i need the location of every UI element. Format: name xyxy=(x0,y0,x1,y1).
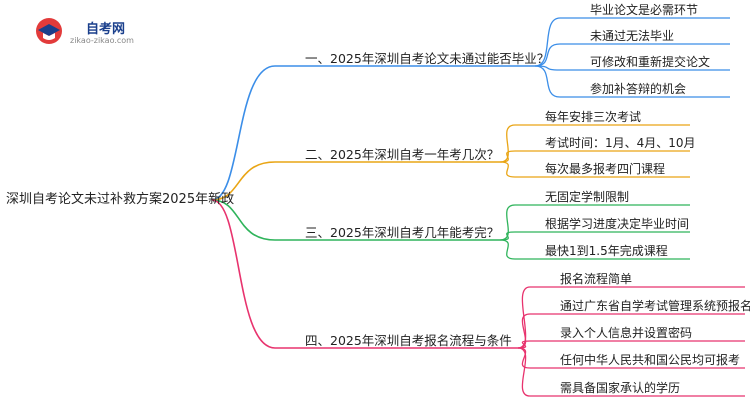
branch-label: 二、2025年深圳自考一年考几次？ xyxy=(305,147,500,162)
leaf-label: 无固定学制限制 xyxy=(545,190,630,204)
leaf-connector xyxy=(517,313,531,349)
leaf-connector xyxy=(517,340,531,349)
leaf-connector xyxy=(499,150,516,163)
leaf-connector xyxy=(499,124,516,163)
leaf-label: 未通过无法毕业 xyxy=(590,29,675,43)
leaf-connector xyxy=(517,347,531,397)
leaf-label: 根据学习进度决定毕业时间 xyxy=(545,217,690,231)
branch-label: 一、2025年深圳自考论文未通过能否毕业？ xyxy=(305,51,550,66)
leaf-label: 需具备国家承认的学历 xyxy=(560,381,681,395)
leaf-label: 每年安排三次考试 xyxy=(545,110,642,124)
leaf-label: 毕业论文是必需环节 xyxy=(590,3,699,17)
site-logo[interactable]: 自考网 zikao-zikao.com xyxy=(30,12,150,52)
leaf-label: 可修改和重新提交论文 xyxy=(590,55,711,69)
leaf-connector xyxy=(534,43,561,67)
leaf-connector xyxy=(499,231,516,241)
branch-connector xyxy=(211,199,276,349)
branch-connector xyxy=(211,199,276,241)
graduation-cap-logo-icon xyxy=(36,18,62,44)
leaf-connector xyxy=(534,65,561,98)
branch-label: 三、2025年深圳自考几年能考完？ xyxy=(305,225,500,240)
leaf-connector xyxy=(517,286,531,349)
leaf-label: 任何中华人民共和国公民均可报考 xyxy=(560,353,741,367)
branch-connector xyxy=(211,161,276,201)
leaf-label: 通过广东省自学考试管理系统预报名 xyxy=(560,299,750,313)
leaf-connector xyxy=(499,161,516,178)
leaf-label: 最快1到1.5年完成课程 xyxy=(545,244,668,258)
logo-subtitle: zikao-zikao.com xyxy=(70,36,134,45)
leaf-label: 报名流程简单 xyxy=(560,272,633,286)
leaf-connector xyxy=(534,17,561,67)
leaf-label: 每次最多报考四门课程 xyxy=(545,162,666,176)
mindmap-root: 深圳自考论文未过补救方案2025年新政 xyxy=(6,192,235,207)
leaf-label: 录入个人信息并设置密码 xyxy=(560,326,693,340)
leaf-label: 参加补答辩的机会 xyxy=(590,82,687,96)
leaf-label: 考试时间：1月、4月、10月 xyxy=(545,136,696,150)
branch-connector xyxy=(211,65,276,201)
logo-title: 自考网 xyxy=(86,22,126,37)
leaf-connector xyxy=(499,204,516,241)
leaf-connector xyxy=(499,239,516,260)
branch-label: 四、2025年深圳自考报名流程与条件 xyxy=(305,333,512,348)
